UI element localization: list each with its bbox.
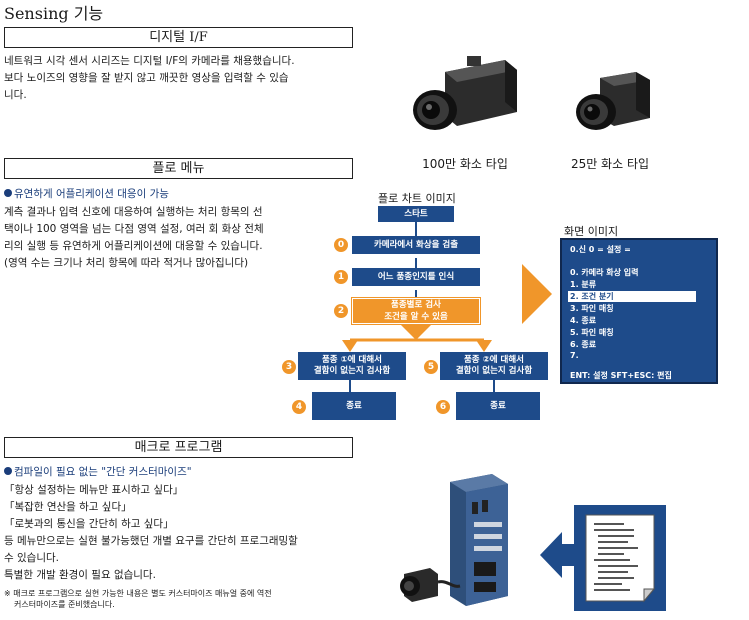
flow-step-3: 품종 ①에 대해서 결함이 없는지 검사함 — [298, 352, 406, 380]
camera-250k-caption: 25만 화소 타입 — [570, 157, 650, 171]
step-6-number: 6 — [436, 400, 450, 414]
macro-line-4: 등 메뉴만으로는 실현 불가능했던 개별 요구를 간단히 프로그래밍할 — [4, 535, 298, 547]
section-heading-macro: 매크로 프로그램 — [4, 437, 353, 458]
step-2-number: 2 — [334, 304, 348, 318]
screen-image: 0.신 0 = 설정 = 0. 카메라 화상 입력 1. 분류 2. 조건 분기… — [560, 238, 718, 384]
flow-line-1: 계측 결과나 입력 신호에 대응하여 실행하는 처리 항목의 선 — [4, 206, 263, 218]
flow-step-2: 품종별로 검사 조건을 알 수 있음 — [351, 297, 481, 325]
flow-step-1: 어느 품종인지를 인식 — [352, 268, 480, 286]
step-5-line-2: 결함이 없는지 검사함 — [455, 366, 533, 376]
step-5-number: 5 — [424, 360, 438, 374]
step-5-line-1: 품종 ②에 대해서 — [463, 355, 525, 365]
controller-image — [400, 470, 540, 616]
screen-footer: ENT: 설정 SFT+ESC: 편집 — [570, 371, 672, 380]
step-4-number: 4 — [292, 400, 306, 414]
macro-note-line-1: 매크로 프로그램으로 실현 가능한 내용은 별도 커스터마이즈 매뉴얼 중에 역… — [13, 589, 272, 598]
section-heading-flow: 플로 메뉴 — [4, 158, 353, 179]
screen-header: 0.신 0 = 설정 = — [570, 245, 631, 254]
macro-note-line-2: 커스터마이즈를 준비했습니다. — [14, 600, 115, 609]
camera-250k-image — [560, 62, 660, 148]
flowchart-connectors — [342, 222, 495, 392]
digital-description: 네트워크 시각 센서 시리즈는 디지털 I/F의 카메라를 채용했습니다. 보다… — [4, 53, 356, 104]
step-2-line-1: 품종별로 검사 — [391, 300, 441, 310]
screen-title: 화면 이미지 — [564, 225, 619, 238]
page-title: Sensing 기능 — [4, 4, 104, 23]
macro-line-6: 특별한 개발 환경이 필요 없습니다. — [4, 569, 156, 581]
macro-line-5: 수 있습니다. — [4, 552, 59, 564]
arrow-right-icon — [522, 264, 552, 324]
flow-line-2: 택이나 100 영역을 넘는 다점 영역 설정, 여러 회 화상 전체 — [4, 223, 264, 235]
camera-1m-image — [405, 52, 525, 148]
step-0-number: 0 — [334, 238, 348, 252]
section-heading-digital: 디지털 I/F — [4, 27, 353, 48]
step-3-line-2: 결함이 없는지 검사함 — [313, 366, 391, 376]
flow-step-6: 종료 — [456, 392, 540, 420]
flow-description: 계측 결과나 입력 신호에 대응하여 실행하는 처리 항목의 선 택이나 100… — [4, 204, 356, 272]
macro-note: ※ 매크로 프로그램으로 실현 가능한 내용은 별도 커스터마이즈 매뉴얼 중에… — [4, 588, 356, 610]
digital-line-2: 보다 노이즈의 영향을 잘 받지 않고 깨끗한 영상을 입력할 수 있습 — [4, 72, 289, 84]
screen-item-0: 0. 카메라 화상 입력 — [570, 268, 639, 277]
screen-item-3: 3. 파인 매칭 — [570, 304, 614, 313]
flowchart-title: 플로 차트 이미지 — [378, 192, 456, 205]
screen-item-2-selected: 2. 조건 분기 — [568, 291, 696, 302]
note-mark: ※ — [4, 589, 11, 598]
step-3-line-1: 품종 ①에 대해서 — [321, 355, 383, 365]
bullet-icon — [4, 189, 12, 197]
arrow-left-icon — [540, 532, 586, 578]
flow-line-4: (영역 수는 크기나 처리 항목에 따라 적거나 많아집니다) — [4, 257, 249, 269]
flow-step-5: 품종 ②에 대해서 결함이 없는지 검사함 — [440, 352, 548, 380]
screen-item-4: 4. 종료 — [570, 316, 597, 325]
flow-subheading-text: 유연하게 어플리케이션 대응이 가능 — [14, 188, 169, 200]
bullet-icon — [4, 467, 12, 475]
flow-step-0: 카메라에서 화상을 검출 — [352, 236, 480, 254]
flow-step-4: 종료 — [312, 392, 396, 420]
digital-line-3: 니다. — [4, 89, 27, 101]
camera-1m-caption: 100만 화소 타입 — [422, 157, 508, 171]
screen-item-1: 1. 분류 — [570, 280, 597, 289]
step-2-line-2: 조건을 알 수 있음 — [384, 312, 448, 322]
digital-line-1: 네트워크 시각 센서 시리즈는 디지털 I/F의 카메라를 채용했습니다. — [4, 55, 295, 67]
step-3-number: 3 — [282, 360, 296, 374]
macro-subheading-text: 컴파일이 필요 없는 "간단 커스터마이즈" — [14, 466, 192, 478]
step-1-number: 1 — [334, 270, 348, 284]
flow-start-box: 스타트 — [378, 206, 454, 222]
program-document-image — [574, 505, 666, 611]
macro-description: 「항상 설정하는 메뉴만 표시하고 싶다」 「복잡한 연산을 하고 싶다」 「로… — [4, 482, 356, 584]
screen-item-5: 5. 파인 매칭 — [570, 328, 614, 337]
macro-line-2: 「복잡한 연산을 하고 싶다」 — [4, 501, 132, 513]
macro-line-1: 「항상 설정하는 메뉴만 표시하고 싶다」 — [4, 484, 184, 496]
flow-subheading: 유연하게 어플리케이션 대응이 가능 — [4, 186, 169, 201]
macro-line-3: 「로봇과의 통신을 간단히 하고 싶다」 — [4, 518, 174, 530]
screen-item-7: 7. — [570, 351, 579, 360]
macro-subheading: 컴파일이 필요 없는 "간단 커스터마이즈" — [4, 464, 192, 479]
screen-item-6: 6. 종료 — [570, 340, 597, 349]
flow-line-3: 리의 실행 등 유연하게 어플리케이션에 대응할 수 있습니다. — [4, 240, 263, 252]
